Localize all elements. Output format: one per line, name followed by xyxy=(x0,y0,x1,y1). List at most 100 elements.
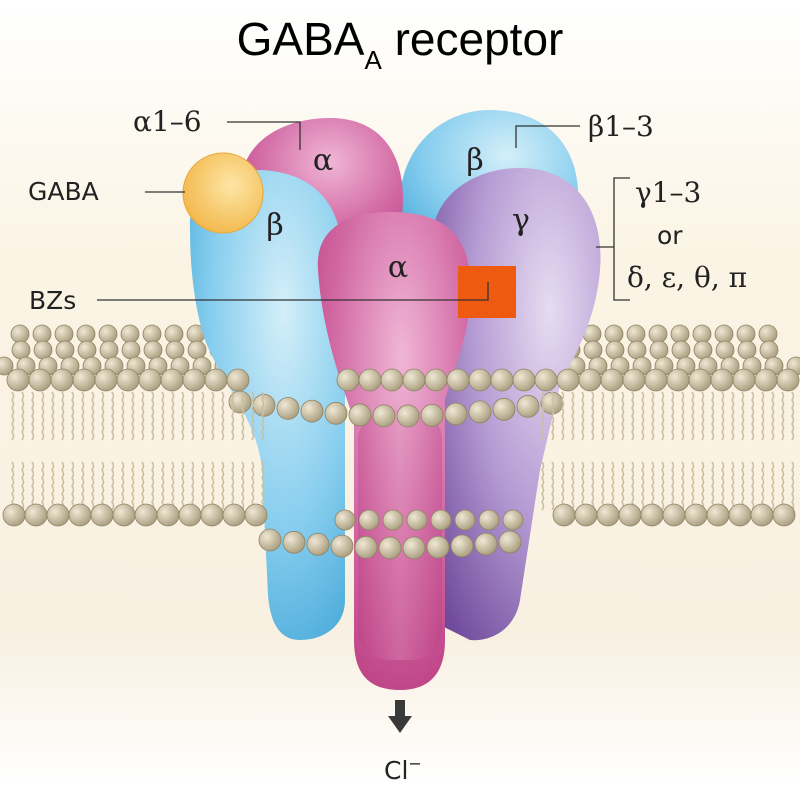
lipid-head xyxy=(134,503,158,527)
alternatives-label: δ, ε, θ, π xyxy=(627,261,747,294)
lipid-tail xyxy=(141,461,145,511)
lipid-head xyxy=(121,340,141,360)
lipid-tail xyxy=(771,391,775,441)
lipid-tail xyxy=(11,391,15,441)
lipid-tail xyxy=(651,391,655,441)
lipid-head xyxy=(94,368,118,392)
lipid-head xyxy=(406,509,428,531)
lipid-tail xyxy=(551,391,555,441)
lipid-tail xyxy=(641,391,645,441)
lipid-tail xyxy=(211,461,215,511)
lipid-tail xyxy=(751,461,755,511)
lipid-head xyxy=(732,368,756,392)
lipid-head xyxy=(378,536,402,560)
lipid-head xyxy=(540,391,564,415)
lipid-head xyxy=(76,324,96,344)
lipid-head xyxy=(324,401,348,425)
lipid-tail xyxy=(571,391,575,441)
lipid-tail xyxy=(191,461,195,511)
lipid-tail xyxy=(231,391,235,441)
lipid-head xyxy=(348,403,372,427)
lipid-head xyxy=(600,368,624,392)
lipid-head xyxy=(380,368,404,392)
lipid-head xyxy=(116,368,140,392)
gamma-letter: γ xyxy=(512,203,530,238)
lipid-head xyxy=(670,324,690,344)
lipid-tail xyxy=(251,391,255,441)
lipid-head xyxy=(444,402,468,426)
lipid-tail xyxy=(791,461,795,511)
lipid-head xyxy=(640,503,664,527)
lipid-head xyxy=(605,340,625,360)
lipid-head xyxy=(426,535,450,559)
lipid-head xyxy=(99,340,119,360)
lipid-tail xyxy=(51,391,55,441)
lipid-head xyxy=(372,404,396,428)
lipid-tail xyxy=(21,461,25,511)
lipid-head xyxy=(666,368,690,392)
lipid-head xyxy=(502,509,524,531)
lipid-tail xyxy=(751,391,755,441)
lipid-tail xyxy=(131,461,135,511)
gamma-range-label: γ1–3 xyxy=(635,176,701,209)
lipid-head xyxy=(187,340,207,360)
diagram-title: GABAA receptor xyxy=(237,13,564,75)
lipid-tail xyxy=(201,461,205,511)
lipid-head xyxy=(282,530,306,554)
lipid-head xyxy=(556,368,580,392)
lipid-tail xyxy=(681,461,685,511)
lipid-tail xyxy=(261,461,265,511)
lipid-tail xyxy=(701,461,705,511)
lipid-tail xyxy=(241,461,245,511)
lipid-head xyxy=(46,503,70,527)
lipid-head xyxy=(226,368,250,392)
lipid-head xyxy=(0,356,14,376)
lipid-tail xyxy=(141,391,145,441)
back-beta-letter: β xyxy=(466,143,483,178)
lipid-tail xyxy=(541,461,545,511)
lipid-head xyxy=(474,532,498,556)
bzs-label: BZs xyxy=(29,286,76,315)
lipid-tail xyxy=(661,391,665,441)
lipid-head xyxy=(430,509,452,531)
lipid-head xyxy=(468,400,492,424)
gaba-ligand xyxy=(182,152,264,234)
lipid-head xyxy=(492,397,516,421)
lipid-head xyxy=(28,368,52,392)
lipid-tail xyxy=(601,391,605,441)
left-beta-letter: β xyxy=(266,208,283,243)
bzs-leader xyxy=(97,282,489,301)
lipid-tail xyxy=(721,461,725,511)
lipid-head xyxy=(618,503,642,527)
lipid-head xyxy=(688,368,712,392)
lipid-tail xyxy=(31,461,35,511)
alpha-range-leader xyxy=(227,121,301,150)
lipid-head xyxy=(468,368,492,392)
lipid-head xyxy=(396,404,420,428)
lipid-head xyxy=(604,324,624,344)
lipid-tail xyxy=(561,391,565,441)
lipid-head xyxy=(54,324,74,344)
lipid-head xyxy=(596,503,620,527)
lipid-tail xyxy=(111,391,115,441)
lipid-head xyxy=(382,509,404,531)
lipid-head xyxy=(706,503,730,527)
lipid-tail xyxy=(771,461,775,511)
lipid-tail xyxy=(251,461,255,511)
lipid-tail xyxy=(221,391,225,441)
lipid-tail xyxy=(781,461,785,511)
lipid-head xyxy=(112,503,136,527)
lipid-head xyxy=(11,340,31,360)
lipid-head xyxy=(627,340,647,360)
lipid-tail xyxy=(691,391,695,441)
lipid-head xyxy=(200,503,224,527)
lipid-tail xyxy=(651,461,655,511)
lipid-tail xyxy=(61,391,65,441)
lipid-head xyxy=(490,368,514,392)
lipid-head xyxy=(776,368,800,392)
lipid-head xyxy=(693,340,713,360)
lipid-tail xyxy=(731,391,735,441)
or-label: or xyxy=(657,221,683,250)
lipid-tail xyxy=(671,391,675,441)
lipid-tail xyxy=(711,461,715,511)
